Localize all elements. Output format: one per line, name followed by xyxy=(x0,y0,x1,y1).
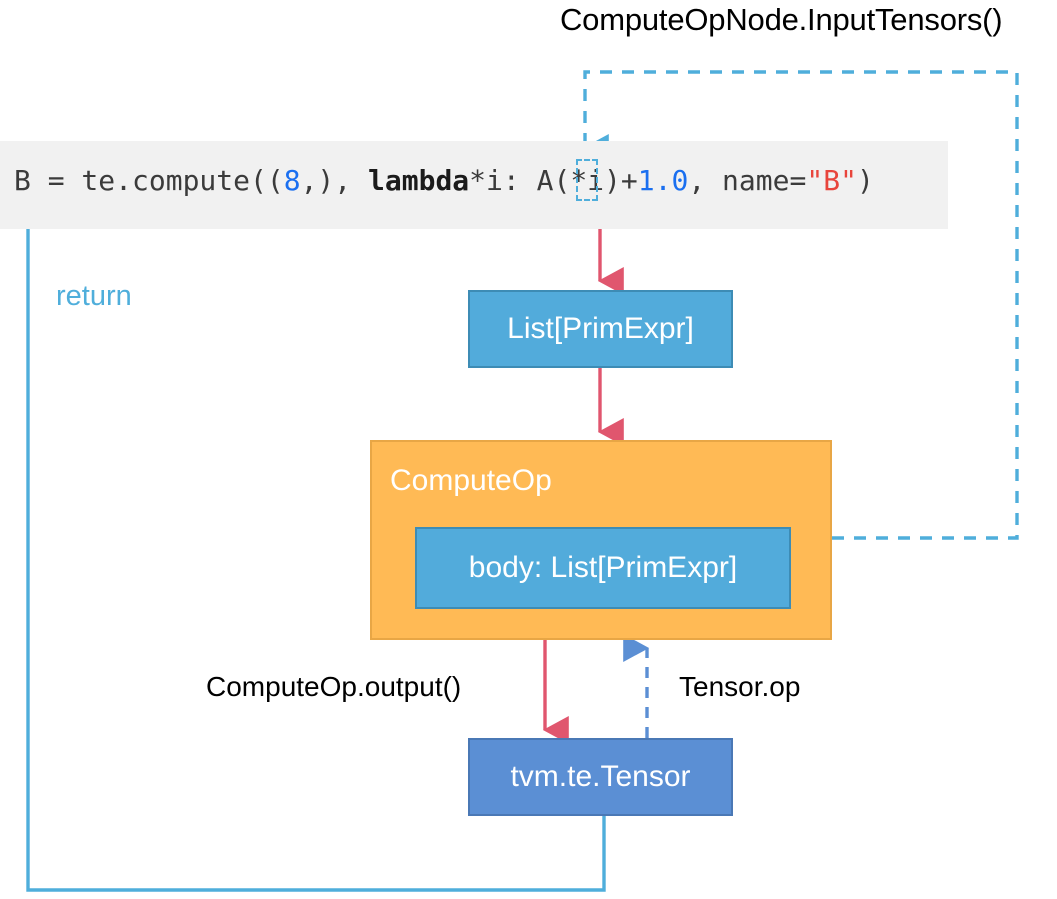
node-computeop-body: body: List[PrimExpr] xyxy=(415,527,791,609)
code-name-kwarg: , name= xyxy=(688,164,807,197)
node-tvm-te-tensor: tvm.te.Tensor xyxy=(468,738,733,816)
code-name-value: "B" xyxy=(806,164,857,197)
input-tensors-caption: ComputeOpNode.InputTensors() xyxy=(560,2,1003,37)
tensor-token-highlight-box xyxy=(576,159,598,201)
code-band xyxy=(0,141,948,229)
code-line: B = te.compute((8,), lambda*i: A(*i)+1.0… xyxy=(14,160,874,202)
return-label: return xyxy=(56,280,132,312)
node-computeop: ComputeOp body: List[PrimExpr] xyxy=(370,440,832,640)
node-tvm-te-tensor-label: tvm.te.Tensor xyxy=(510,760,691,793)
code-lambda-args: *i: xyxy=(469,164,537,197)
code-close-paren: ) xyxy=(856,164,874,197)
node-list-primexpr-label: List[PrimExpr] xyxy=(507,312,694,345)
code-prefix: B = te.compute(( xyxy=(14,164,284,197)
code-lambda-keyword: lambda xyxy=(368,164,470,197)
computeop-output-label: ComputeOp.output() xyxy=(206,671,462,702)
node-list-primexpr: List[PrimExpr] xyxy=(468,290,733,368)
tensor-op-label: Tensor.op xyxy=(679,671,801,702)
code-float-literal: 1.0 xyxy=(637,164,689,197)
code-tensor-token: A xyxy=(536,164,554,197)
code-dim-number: 8 xyxy=(283,164,301,197)
code-after-dim: ,), xyxy=(300,164,369,197)
node-computeop-label: ComputeOp xyxy=(390,464,552,497)
node-computeop-body-label: body: List[PrimExpr] xyxy=(468,551,738,584)
code-index-expr: (*i)+ xyxy=(553,164,638,197)
